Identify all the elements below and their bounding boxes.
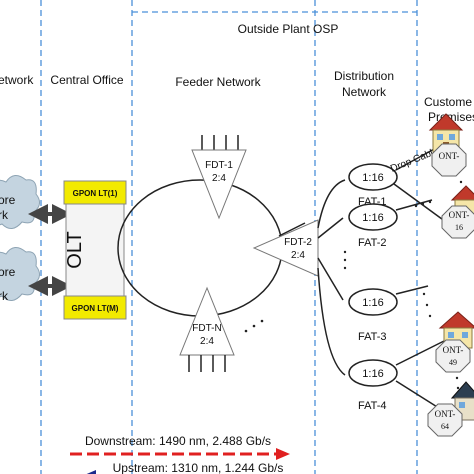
ellipsis-dots-fdt <box>244 319 264 333</box>
core-cloud-bottom: ore rk <box>0 247 40 303</box>
olt-label: OLT <box>64 231 86 268</box>
fat-2: 1:16 FAT-2 <box>348 203 398 249</box>
ont-49-num: 49 <box>449 358 457 367</box>
fat-4-name: FAT-4 <box>358 400 387 412</box>
fdt-1: FDT-1 2:4 <box>191 135 247 220</box>
ont-64: ONT- 64 <box>427 403 463 437</box>
ont-1-label: ONT- <box>439 151 460 161</box>
ont-64-shape <box>427 403 463 437</box>
customer-heading: Custome <box>424 95 472 109</box>
olt-unit: GPON LT(1) GPON LT(M) OLT <box>63 180 127 320</box>
ellipsis-dots-fat <box>343 250 347 270</box>
drop-cables <box>393 147 447 411</box>
core-cloud-top: ore rk <box>0 175 40 229</box>
fdt-2-name: FDT-2 <box>284 237 312 248</box>
core-cloud-bottom-line2: rk <box>0 289 9 303</box>
fat-1-splitter <box>348 163 398 191</box>
downstream-legend: Downstream: 1490 nm, 2.488 Gb/s <box>70 434 290 460</box>
fdt-2-triangle <box>252 219 319 277</box>
fdt-n-name: FDT-N <box>192 323 221 334</box>
fat-3-name: FAT-3 <box>358 331 387 343</box>
ont-16-shape <box>441 205 474 239</box>
osp-heading: Outside Plant OSP <box>238 22 339 36</box>
fdt-n: FDT-N 2:4 <box>179 286 235 372</box>
ont-1: ONT- <box>431 143 467 177</box>
fat-3-ratio: 1:16 <box>362 297 383 309</box>
ont-16-num: 16 <box>455 223 463 232</box>
fat-1-ratio: 1:16 <box>362 172 383 184</box>
ont-16-label: ONT- <box>449 210 470 220</box>
upstream-legend: Upstream: 1310 nm, 1.244 Gb/s <box>86 461 284 474</box>
fat-4-splitter <box>348 359 398 387</box>
fdt-2: FDT-2 2:4 <box>252 219 319 277</box>
ont-64-label: ONT- <box>435 409 456 419</box>
gpon-lt-top-label: GPON LT(1) <box>73 189 118 198</box>
fdt-n-ratio: 2:4 <box>200 336 214 347</box>
core-cloud-top-line2: rk <box>0 208 9 222</box>
fdt-n-triangle <box>179 286 235 356</box>
core-cloud-top-line1: ore <box>0 193 16 207</box>
fat-4-ratio: 1:16 <box>362 368 383 380</box>
downstream-arrow-head <box>276 448 290 460</box>
downstream-label: Downstream: 1490 nm, 2.488 Gb/s <box>85 434 271 448</box>
fdt-2-ratio: 2:4 <box>291 250 305 261</box>
fat-2-name: FAT-2 <box>358 237 387 249</box>
fat-2-ratio: 1:16 <box>362 212 383 224</box>
distribution-heading-2: Network <box>342 85 387 99</box>
gpon-lt-bottom-label: GPON LT(M) <box>72 304 119 313</box>
network-heading: etwork <box>0 73 34 87</box>
ont-49-shape <box>435 339 471 373</box>
distribution-fibers <box>317 179 346 376</box>
fdt-1-triangle <box>191 149 247 220</box>
feeder-fiber-to-fdt-2 <box>278 222 306 237</box>
central-office-heading: Central Office <box>50 73 123 87</box>
fdt-1-name: FDT-1 <box>205 160 233 171</box>
fat-4: 1:16 FAT-4 <box>348 359 398 412</box>
fat-3: 1:16 FAT-3 <box>348 288 398 343</box>
core-cloud-bottom-line1: ore <box>0 265 16 279</box>
gpon-lt-bottom-box <box>63 295 127 320</box>
distribution-heading: Distribution <box>334 69 394 83</box>
fat-3-splitter <box>348 288 398 316</box>
fdt-1-ratio: 2:4 <box>212 173 226 184</box>
upstream-label: Upstream: 1310 nm, 1.244 Gb/s <box>113 461 284 474</box>
ont-49: ONT- 49 <box>435 339 471 373</box>
ont-64-num: 64 <box>441 422 449 431</box>
fat-2-splitter <box>348 203 398 231</box>
ont-49-label: ONT- <box>443 345 464 355</box>
ont-1-shape <box>431 143 467 177</box>
fat-1: 1:16 FAT-1 <box>348 163 398 208</box>
house-icon <box>450 381 474 421</box>
ont-16: ONT- 16 <box>441 205 474 239</box>
feeder-network-heading: Feeder Network <box>175 75 261 89</box>
upstream-arrow-head <box>86 470 96 474</box>
gpon-lt-top-box <box>63 180 127 205</box>
